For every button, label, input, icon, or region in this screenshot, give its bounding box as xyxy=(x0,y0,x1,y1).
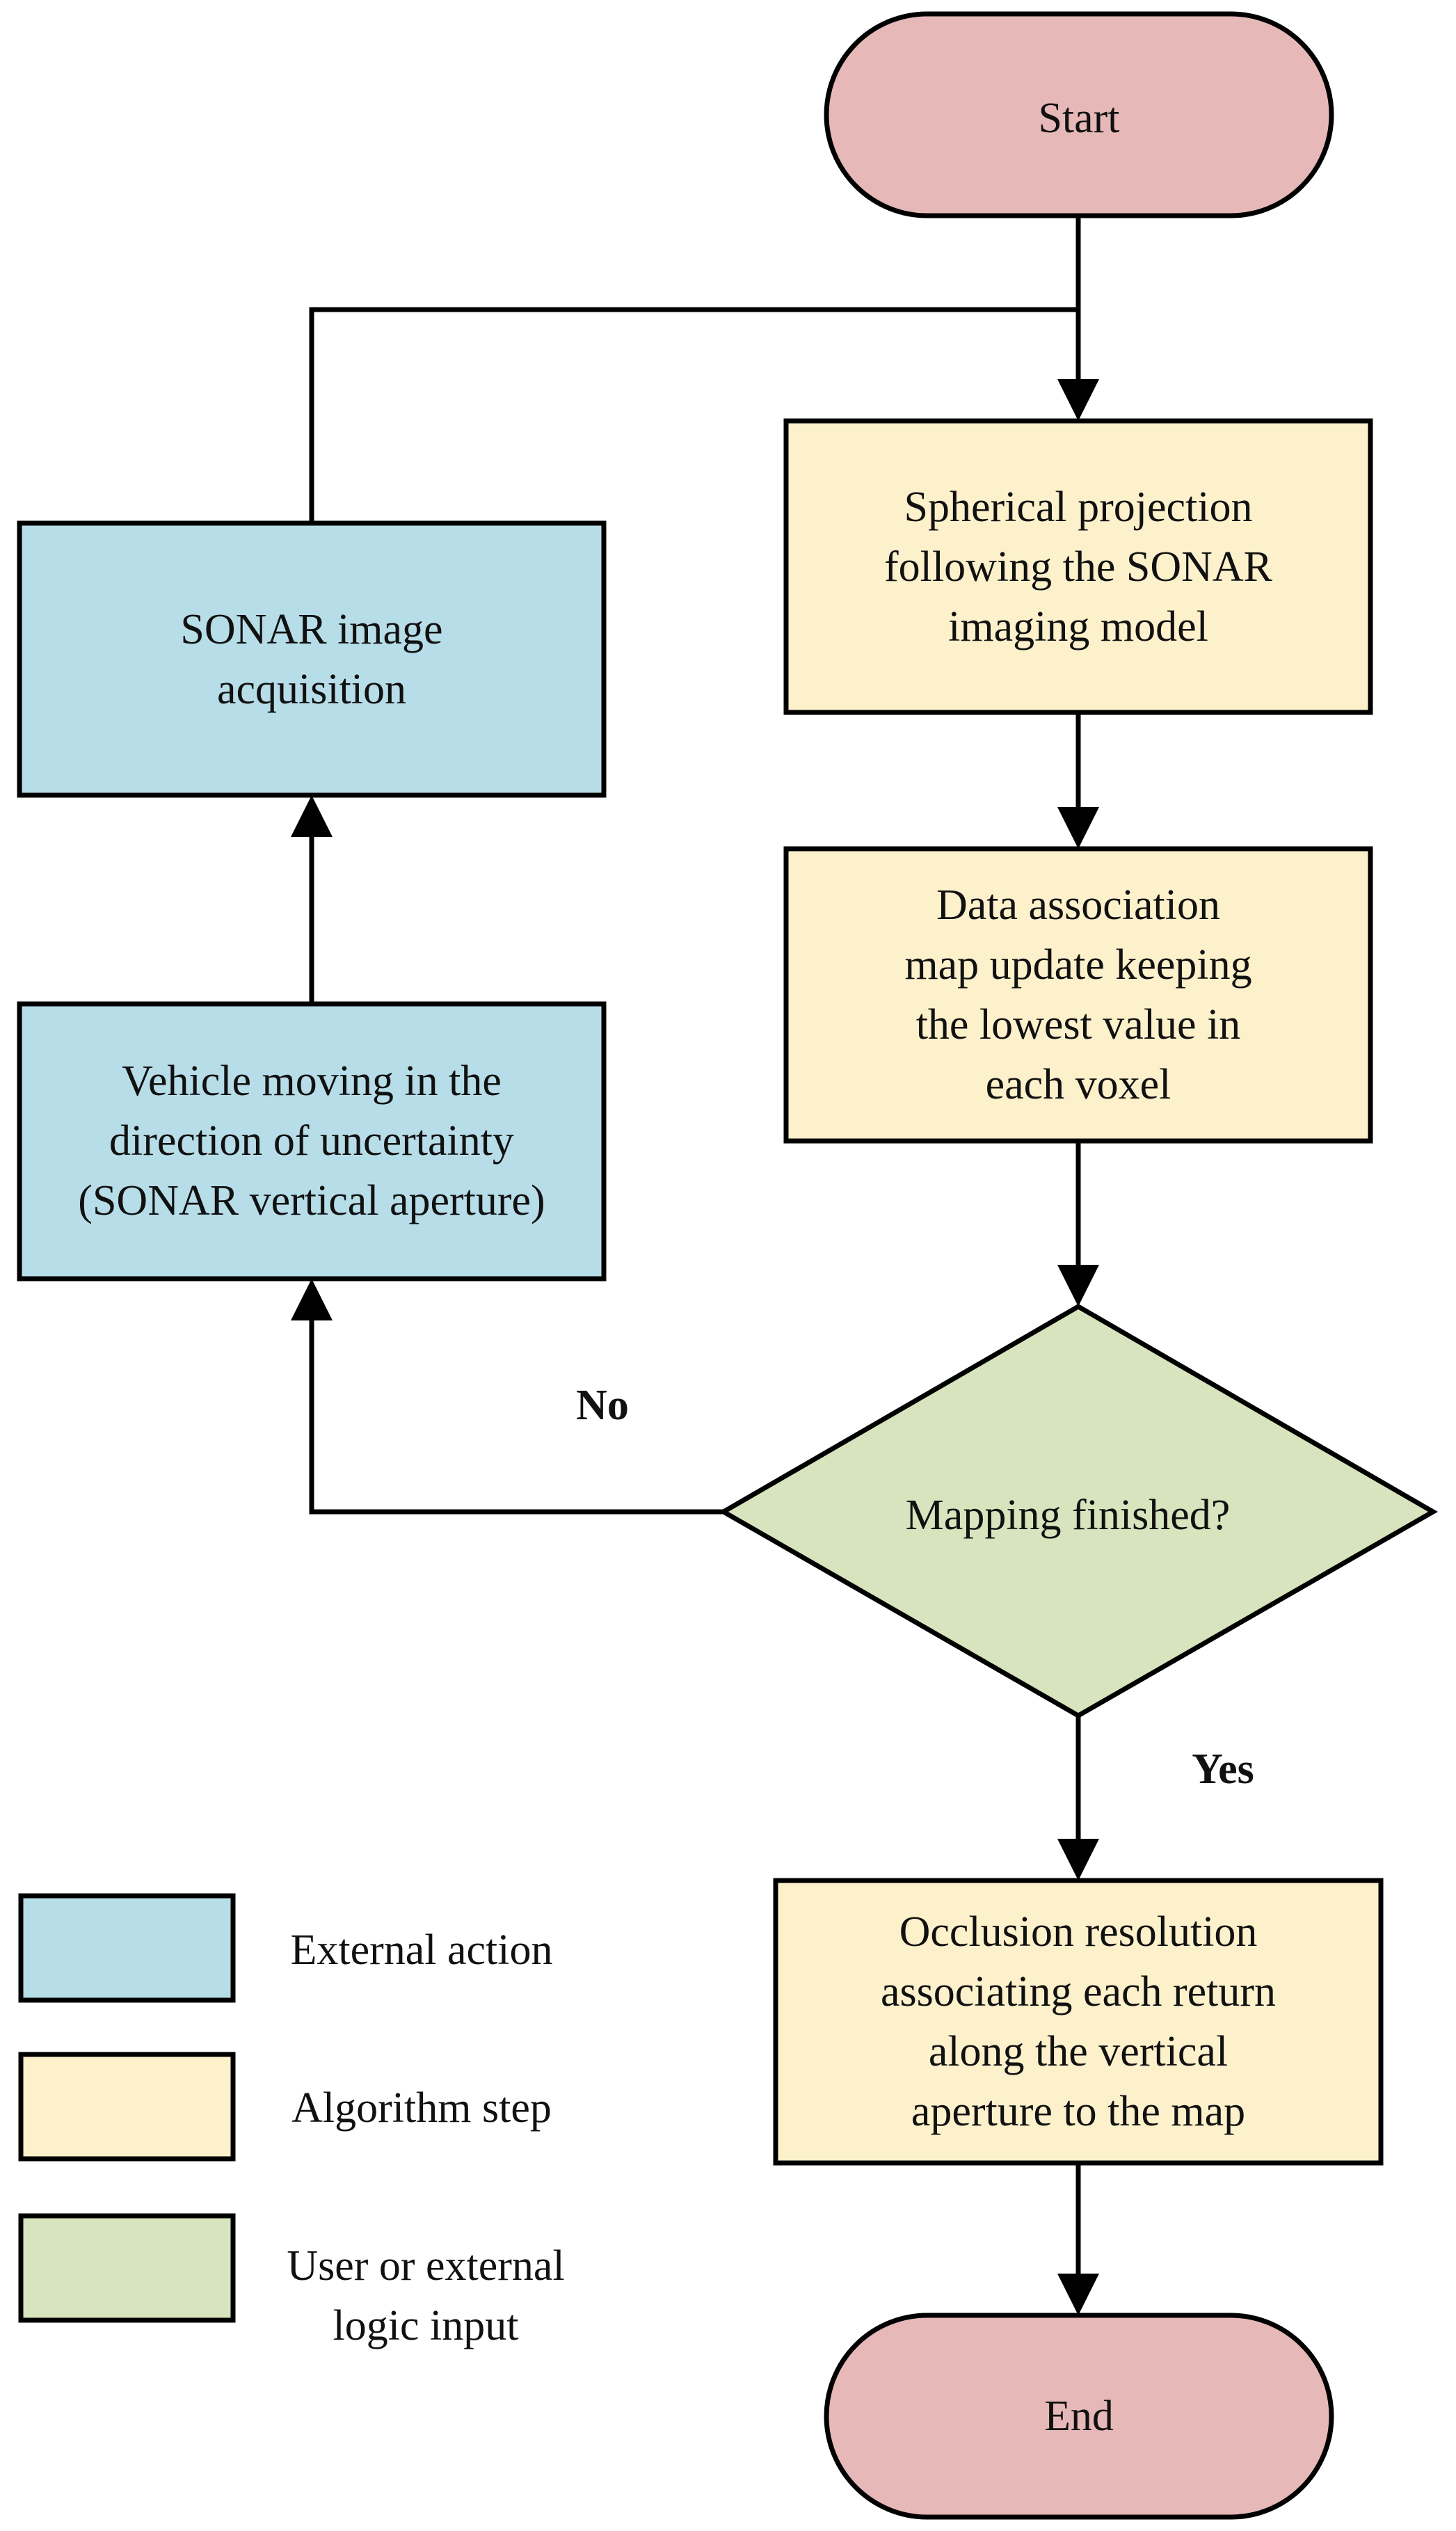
text-line: along the vertical xyxy=(929,2028,1228,2075)
text-line: Start xyxy=(1038,95,1119,142)
start-node: Start xyxy=(824,11,1334,218)
text-line: map update keeping xyxy=(904,941,1251,989)
edges xyxy=(291,216,1099,2315)
vehicle-moving-label: Vehicle moving in the direction of uncert… xyxy=(78,1057,545,1224)
text-line: SONAR image xyxy=(180,606,442,653)
data-association-shape xyxy=(783,846,1373,1144)
spherical-projection-shape xyxy=(783,418,1373,715)
occlusion-resolution-node: Occlusion resolution associating each ret… xyxy=(773,1878,1384,2166)
text-line: the lowest value in xyxy=(916,1001,1241,1048)
sonar-acquisition-node: SONAR image acquisition xyxy=(17,520,607,798)
mapping-finished-label: Mapping finished? xyxy=(906,1492,1231,1539)
arrowhead-association xyxy=(1057,807,1099,849)
mapping-finished-node: Mapping finished? xyxy=(718,1303,1439,1719)
end-label: End xyxy=(1044,2393,1114,2440)
text-line: following the SONAR xyxy=(884,543,1273,591)
text-line: imaging model xyxy=(948,603,1208,650)
spherical-projection-label: Spherical projection following the SONAR i… xyxy=(884,484,1273,650)
vehicle-moving-node: Vehicle moving in the direction of uncert… xyxy=(17,1001,607,1282)
edge-label-yes: Yes xyxy=(1192,1746,1254,1793)
text-line: acquisition xyxy=(217,666,406,713)
vehicle-moving-shape xyxy=(17,1001,607,1282)
text-line: logic input xyxy=(333,2302,519,2349)
text-line: associating each return xyxy=(881,1968,1276,2015)
text-line: User or external xyxy=(287,2242,564,2290)
text-line: Spherical projection xyxy=(904,484,1253,531)
edge-label-no: No xyxy=(576,1382,629,1429)
edge-acquisition-to-projection xyxy=(309,307,1078,523)
end-node: End xyxy=(824,2313,1334,2520)
sonar-acquisition-label: SONAR image acquisition xyxy=(180,606,442,713)
legend-swatch-algorithm-step xyxy=(18,2052,236,2162)
legend: External action Algorithm step User or e… xyxy=(18,1893,565,2349)
text-line: Algorithm step xyxy=(291,2084,552,2132)
text-line: Vehicle moving in the xyxy=(122,1057,502,1105)
occlusion-resolution-shape xyxy=(773,1878,1384,2166)
arrowhead-occlusion xyxy=(1057,1839,1099,1881)
sonar-acquisition-shape xyxy=(17,520,607,798)
text-line: Occlusion resolution xyxy=(899,1908,1258,1956)
text-line: (SONAR vertical aperture) xyxy=(78,1177,545,1224)
end-terminal-shape xyxy=(824,2313,1334,2520)
start-terminal-shape xyxy=(824,11,1334,218)
arrowhead-decision xyxy=(1057,1265,1099,1307)
mapping-finished-decision-shape xyxy=(718,1303,1439,1719)
arrowhead-end xyxy=(1057,2274,1099,2315)
text-line: End xyxy=(1044,2393,1114,2440)
legend-label-algorithm-step: Algorithm step xyxy=(291,2084,552,2132)
arrowhead-acquisition xyxy=(291,795,333,837)
legend-label-external-action: External action xyxy=(291,1926,553,1974)
data-association-node: Data association map update keeping the lo… xyxy=(783,846,1373,1144)
legend-swatch-user-input xyxy=(18,2213,236,2323)
legend-label-user-input: User or external logic input xyxy=(287,2242,564,2349)
arrowhead-projection xyxy=(1057,379,1099,421)
text-line: External action xyxy=(291,1926,553,1974)
text-line: Mapping finished? xyxy=(906,1492,1231,1539)
occlusion-resolution-label: Occlusion resolution associating each ret… xyxy=(881,1908,1276,2135)
edge-decision-to-vehicle xyxy=(309,1320,723,1515)
text-line: aperture to the map xyxy=(911,2088,1245,2135)
start-label: Start xyxy=(1038,95,1119,142)
text-line: Data association xyxy=(936,881,1220,929)
text-line: direction of uncertainty xyxy=(109,1117,514,1165)
arrowhead-vehicle xyxy=(291,1279,333,1320)
spherical-projection-node: Spherical projection following the SONAR i… xyxy=(783,418,1373,715)
legend-swatch-external-action xyxy=(18,1893,236,2003)
text-line: each voxel xyxy=(986,1061,1171,1108)
data-association-label: Data association map update keeping the lo… xyxy=(904,881,1251,1108)
